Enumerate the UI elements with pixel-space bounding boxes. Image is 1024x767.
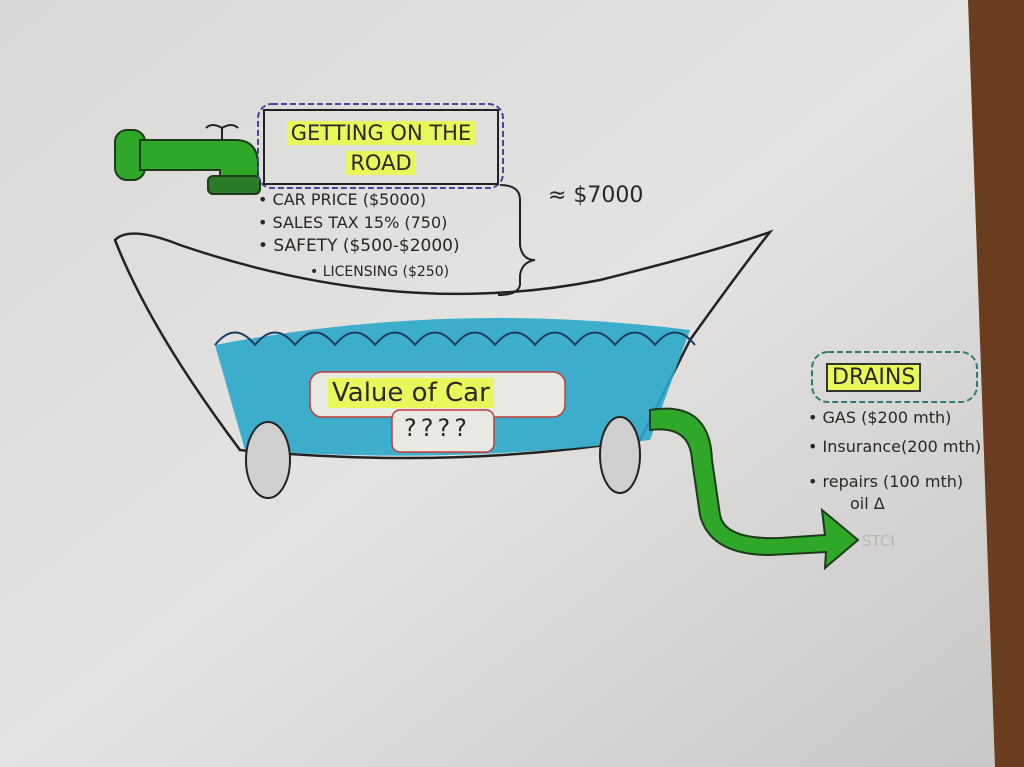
drains-item: • Insurance(200 mth) [808,437,982,456]
tub-foot-right [599,416,641,494]
drain-arrow [649,407,860,571]
inflow-title: GETTING ON THE ROAD [268,118,494,178]
drains-title: DRAINS [826,363,922,392]
inflow-item: • SALES TAX 15% (750) [258,213,448,232]
title-cloud [257,103,504,189]
drains-item: • repairs (100 mth) [808,472,964,491]
faded-note: STCI [862,532,895,550]
drains-sub-item: oil Δ [850,494,885,513]
drains-cloud [811,351,978,403]
brace [497,184,536,296]
inflow-item: • CAR PRICE ($5000) [258,190,427,209]
inflow-item: • LICENSING ($250) [310,264,450,280]
inflow-title-line1: GETTING ON THE [286,121,476,145]
inflow-item: • SAFETY ($500-$2000) [258,236,460,256]
inflow-total: ≈ $7000 [548,183,644,208]
tub-foot-left [245,421,291,499]
inflow-title-line2: ROAD [346,151,416,175]
drains-item: • GAS ($200 mth) [808,408,952,427]
tub-unknown: ???? [404,414,471,442]
faucet-icon [114,124,261,195]
tub-label: Value of Car [328,378,494,408]
